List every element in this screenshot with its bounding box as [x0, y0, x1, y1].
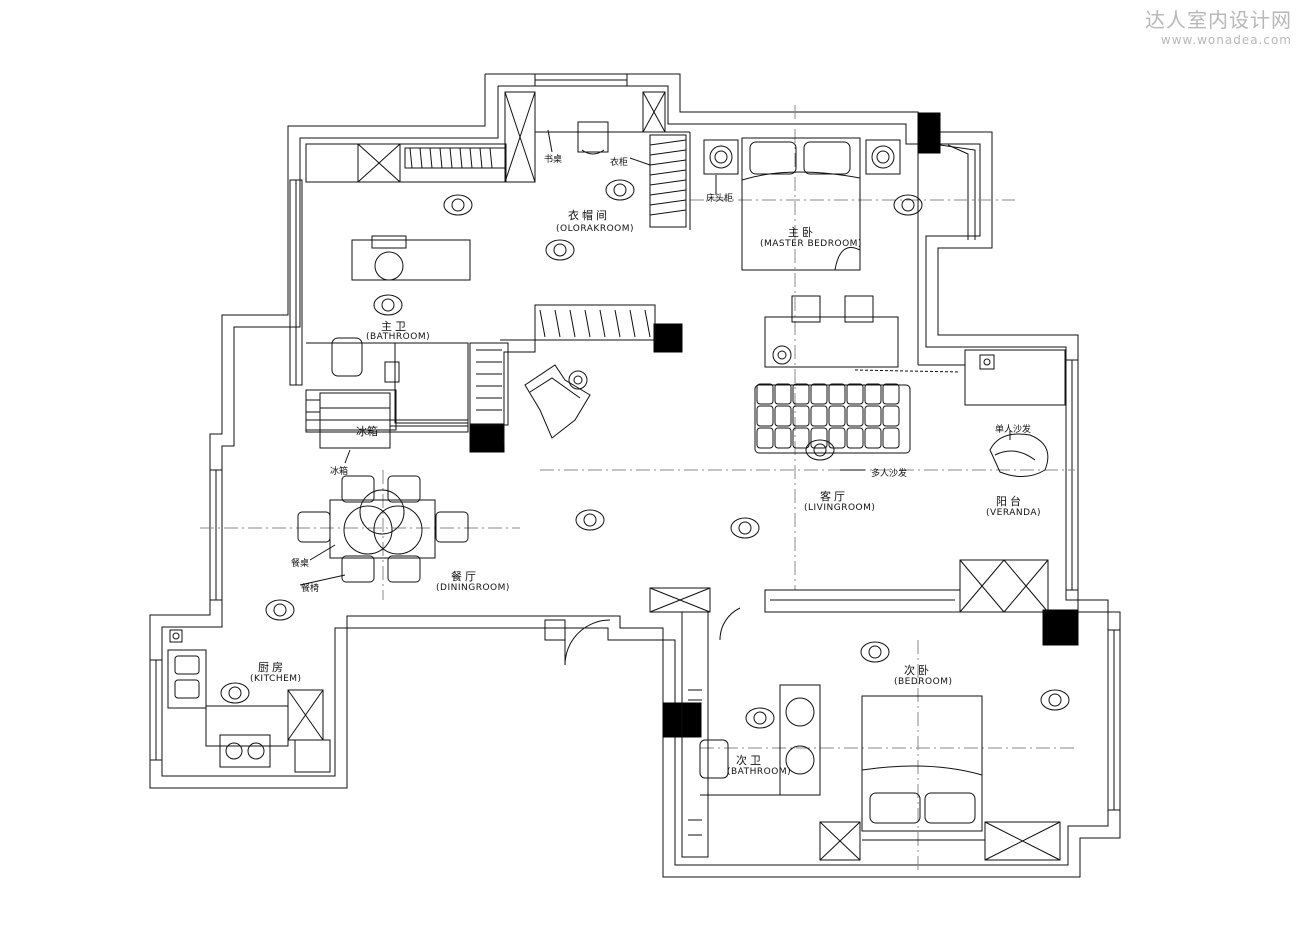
watermark-name: 达人室内设计网: [1145, 8, 1292, 32]
room-label-kitchen-en: (KITCHEM): [250, 674, 302, 684]
furniture-label-single-sofa: 单人沙发: [995, 425, 1032, 435]
axis-lines: [200, 105, 1075, 870]
living-room-furniture: [525, 365, 1048, 477]
room-label-master-bath: 主卫: [381, 320, 409, 333]
room-label-master-bedroom: 主卧: [788, 226, 816, 239]
furniture-label-wardrobe: 衣柜: [610, 158, 629, 168]
room-label-living-en: (LIVINGROOM): [804, 503, 876, 513]
master-bedroom-furniture: [704, 138, 1065, 405]
furniture-label-desk: 书桌: [544, 155, 563, 165]
columns: [470, 113, 1078, 737]
outer-walls: [150, 74, 1120, 877]
doors: [545, 608, 740, 665]
room-label-master-bath-en: (BATHROOM): [366, 332, 431, 342]
furniture-label-fridge: 冰箱: [330, 467, 349, 477]
room-label-dining-en: (DININGROOM): [436, 583, 510, 593]
room-label-veranda: 阳台: [996, 495, 1024, 508]
room-label-dining: 餐厅: [451, 570, 479, 583]
furniture-label-dining-table: 餐桌: [291, 559, 310, 569]
furniture-label-multi-sofa: 多人沙发: [871, 469, 908, 479]
room-label-veranda-en: (VERANDA): [986, 508, 1042, 518]
room-label-living: 客厅: [820, 490, 848, 503]
room-label-kitchen: 厨房: [258, 661, 286, 674]
watermark-url: www.wonadea.com: [1160, 33, 1292, 47]
room-label-cloakroom-en: (OLORAKROOM): [556, 224, 635, 234]
room-label-bedroom-en: (BEDROOM): [894, 677, 953, 687]
room-label-second-bath: 次卫: [736, 754, 764, 767]
dining-furniture: [298, 393, 468, 582]
windows: [150, 74, 1120, 810]
furniture-label-dining-chair: 餐椅: [301, 584, 320, 594]
leader-lines: [300, 130, 1010, 585]
furniture-label-fridge-box: 冰箱: [356, 425, 378, 438]
room-label-cloakroom: 衣帽间: [568, 209, 610, 222]
kitchen-fixtures: [168, 630, 330, 772]
furniture-label-nightstand: 床头柜: [706, 194, 734, 204]
room-label-master-bedroom-en: (MASTER BEDROOM): [760, 239, 862, 249]
cloakroom: [306, 92, 690, 340]
room-label-second-bath-en: (BATHROOM): [727, 767, 792, 777]
master-bath-fixtures: [306, 236, 535, 448]
bedroom-fixtures: [650, 560, 1060, 860]
room-label-bedroom: 次卧: [904, 664, 932, 677]
person-figures: [221, 180, 1069, 728]
watermark: 达人室内设计网 www.wonadea.com: [1145, 4, 1292, 47]
